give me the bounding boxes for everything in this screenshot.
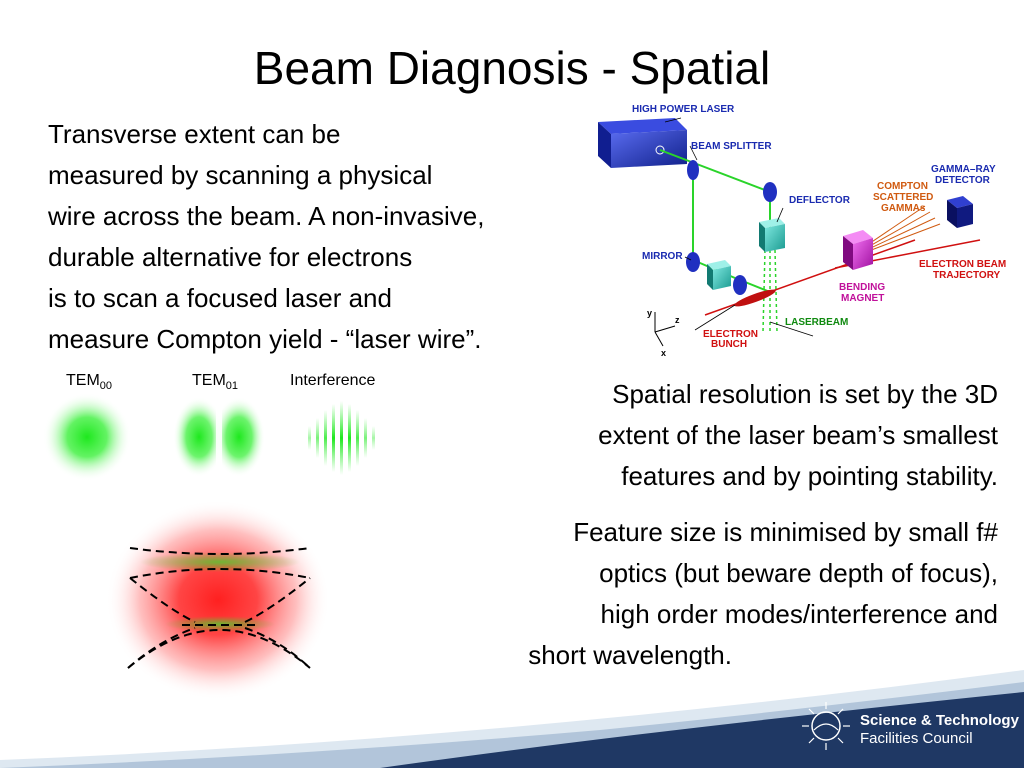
axis-y-label: y xyxy=(647,308,652,318)
feature-line: short wavelength. xyxy=(528,640,732,670)
resolution-line: Spatial resolution is set by the 3D xyxy=(612,379,998,409)
label-pointers xyxy=(664,117,814,337)
intro-line: measured by scanning a physical xyxy=(48,160,433,190)
stfc-sunburst-icon xyxy=(802,702,850,750)
interference-label: Interference xyxy=(290,372,376,389)
laser-wire-diagram: y z x HIGH POWER LASER BEAM SPLITTER GAM… xyxy=(598,104,1006,358)
footer-swoosh xyxy=(0,670,1024,768)
label-beam-splitter: BEAM SPLITTER xyxy=(691,141,772,152)
beam-splitter-optic xyxy=(687,160,699,180)
label-electron-bunch-line1: ELECTRON xyxy=(703,329,758,340)
deflector-cube xyxy=(759,218,785,252)
feature-line: high order modes/interference and xyxy=(600,599,998,629)
label-electron-beam-line2: TRAJECTORY xyxy=(933,270,1001,281)
feature-size-paragraph: Feature size is minimised by small f# op… xyxy=(398,512,998,676)
focusing-cube xyxy=(707,260,731,290)
stfc-logo-text: Science & Technology Facilities Council xyxy=(860,712,1019,748)
label-compton-line3: GAMMAs xyxy=(881,203,926,214)
electron-bunch-shape xyxy=(734,289,776,307)
intro-paragraph: Transverse extent can be measured by sca… xyxy=(48,114,638,360)
label-high-power-laser: HIGH POWER LASER xyxy=(632,104,735,115)
resolution-line: extent of the laser beam’s smallest xyxy=(598,420,998,450)
deflector-mirror xyxy=(763,182,777,202)
resolution-paragraph: Spatial resolution is set by the 3D exte… xyxy=(398,374,998,497)
mirror-optic xyxy=(686,252,700,272)
intro-line: Transverse extent can be xyxy=(48,119,341,149)
axis-x-label: x xyxy=(661,348,666,358)
slide-title: Beam Diagnosis - Spatial xyxy=(253,42,771,94)
label-bending-magnet-line2: MAGNET xyxy=(841,293,884,304)
label-compton-line2: SCATTERED xyxy=(873,192,933,203)
intro-line: wire across the beam. A non-invasive, xyxy=(48,201,485,231)
laser-focus-lines xyxy=(762,249,778,333)
label-mirror: MIRROR xyxy=(642,251,683,262)
axis-z-label: z xyxy=(675,315,680,325)
label-bending-magnet-line1: BENDING xyxy=(839,282,885,293)
high-power-laser xyxy=(598,118,687,168)
interference-pattern-image xyxy=(308,401,375,475)
coordinate-axes xyxy=(654,312,676,347)
label-laserbeam: LASERBEAM xyxy=(785,317,848,328)
bending-magnet xyxy=(843,230,873,270)
intro-line: durable alternative for electrons xyxy=(48,242,413,272)
feature-line: optics (but beware depth of focus), xyxy=(599,558,998,588)
label-electron-beam-line1: ELECTRON BEAM xyxy=(919,259,1006,270)
label-electron-bunch-line2: BUNCH xyxy=(711,339,747,350)
tem00-label: TEM00 xyxy=(66,372,113,393)
mirror-optic-2 xyxy=(733,275,747,295)
beam-focus-diagram xyxy=(106,500,330,700)
tem00-mode-image xyxy=(43,393,131,481)
label-gamma-ray-line1: GAMMA–RAY xyxy=(931,164,996,175)
gamma-ray-detector xyxy=(947,196,973,228)
tem01-mode-image xyxy=(173,397,265,477)
intro-line: measure Compton yield - “laser wire”. xyxy=(48,324,482,354)
logo-line-2: Facilities Council xyxy=(860,730,973,747)
feature-line: Feature size is minimised by small f# xyxy=(573,517,998,547)
tem01-label: TEM01 xyxy=(192,372,239,393)
intro-line: is to scan a focused laser and xyxy=(48,283,392,313)
resolution-line: features and by pointing stability. xyxy=(621,461,998,491)
label-compton-line1: COMPTON xyxy=(877,181,928,192)
label-gamma-ray-line2: DETECTOR xyxy=(935,175,991,186)
label-deflector: DEFLECTOR xyxy=(789,195,851,206)
logo-line-1: Science & Technology xyxy=(860,712,1019,729)
